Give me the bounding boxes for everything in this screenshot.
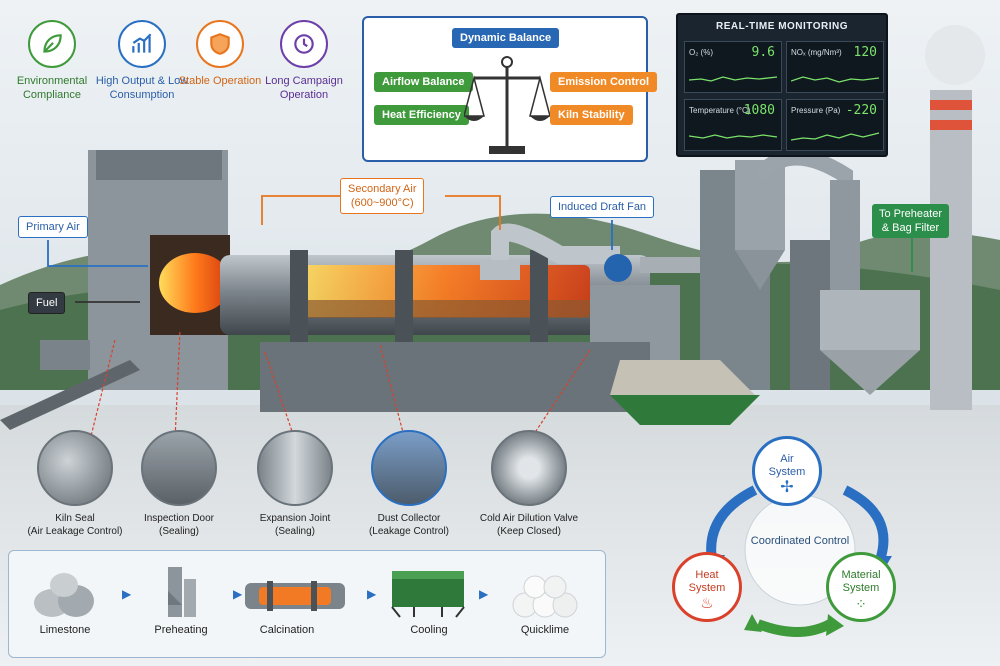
particles-icon: ⁘ xyxy=(855,596,867,612)
step-label: Calcination xyxy=(259,624,315,636)
monitor-label: O₂ (%) xyxy=(689,48,713,57)
secondary-air-range: (600~900°C) xyxy=(350,197,414,209)
monitor-pressure: Pressure (Pa) -220 xyxy=(786,99,884,151)
trend-line xyxy=(791,132,880,141)
kiln-icon xyxy=(245,581,345,611)
feature-environmental: Environmental Compliance xyxy=(4,20,100,102)
preheater-line1: To Preheater xyxy=(879,208,942,220)
preheater-callout: To Preheater & Bag Filter xyxy=(872,204,949,238)
heat-bottom: System xyxy=(688,582,726,594)
monitor-o2: O₂ (%) 9.6 xyxy=(684,41,782,93)
detail-title: Dust Collector xyxy=(377,513,441,524)
arrow-icon: ▶ xyxy=(367,587,377,601)
air-system-node: Air System ✢ xyxy=(752,436,822,506)
step-label: Limestone xyxy=(39,624,91,636)
air-top: Air xyxy=(780,453,794,465)
feature-output: High Output & Low Consumption xyxy=(94,20,190,102)
coordinated-control-label: Coordinated Control xyxy=(750,535,850,547)
expansion-joint-image xyxy=(257,430,333,506)
feature-stable: Stable Operation xyxy=(172,20,268,88)
balance-airflow: Airflow Balance xyxy=(374,72,473,92)
arrow-icon: ▶ xyxy=(479,587,489,601)
arrow-icon: ▶ xyxy=(122,587,132,601)
material-system-node: Material System ⁘ xyxy=(826,552,896,622)
detail-sub: (Air Leakage Control) xyxy=(27,526,123,537)
heat-top: Heat xyxy=(695,569,719,581)
inspection-door-image xyxy=(141,430,217,506)
arrow-icon: ▶ xyxy=(233,587,243,601)
balance-heat: Heat Efficiency xyxy=(374,105,469,125)
monitor-value: -220 xyxy=(845,103,877,118)
detail-sub: (Sealing) xyxy=(158,526,200,537)
monitor-label: Temperature (°C) xyxy=(689,106,751,115)
detail-cold-air-valve: Cold Air Dilution Valve (Keep Closed) xyxy=(474,430,584,538)
quicklime-icon xyxy=(512,575,578,618)
cooler-icon xyxy=(391,571,465,618)
fuel-callout: Fuel xyxy=(28,292,66,314)
process-flow: Limestone ▶ Preheating ▶ Calcination ▶ C… xyxy=(8,550,606,658)
detail-sub: (Sealing) xyxy=(274,526,316,537)
detail-title: Inspection Door xyxy=(143,513,215,524)
monitor-title: REAL-TIME MONITORING xyxy=(715,21,849,32)
monitor-label: Pressure (Pa) xyxy=(791,106,841,115)
real-time-monitoring-panel: REAL-TIME MONITORING O₂ (%) 9.6 NOₓ (mg/… xyxy=(676,13,888,157)
detail-dust-collector: Dust Collector (Leakage Control) xyxy=(354,430,464,538)
monitor-value: 120 xyxy=(853,45,877,60)
dust-collector-image xyxy=(371,430,447,506)
induced-draft-fan-callout: Induced Draft Fan xyxy=(550,196,655,218)
feature-label: Environmental Compliance xyxy=(16,75,88,101)
detail-expansion-joint: Expansion Joint (Sealing) xyxy=(240,430,350,538)
monitor-nox: NOₓ (mg/Nm³) 120 xyxy=(786,41,884,93)
detail-sub: (Keep Closed) xyxy=(497,526,561,537)
feature-label: High Output & Low Consumption xyxy=(95,75,189,101)
detail-title: Cold Air Dilution Valve xyxy=(479,513,579,524)
detail-title: Expansion Joint xyxy=(259,513,331,524)
flame-icon: ♨ xyxy=(700,595,714,612)
step-label: Cooling xyxy=(410,624,448,636)
monitor-value: 1080 xyxy=(743,103,775,118)
air-bottom: System xyxy=(768,466,806,478)
shield-icon xyxy=(210,33,230,55)
secondary-air-callout: Secondary Air (600~900°C) xyxy=(340,178,425,214)
step-cooling: Cooling xyxy=(383,561,475,636)
growth-chart-icon xyxy=(132,33,152,53)
detail-title: Kiln Seal xyxy=(55,513,95,524)
heat-system-node: Heat System ♨ xyxy=(672,552,742,622)
limestone-icon xyxy=(34,573,94,617)
detail-kiln-seal: Kiln Seal (Air Leakage Control) xyxy=(20,430,130,538)
step-label: Preheating xyxy=(154,624,208,636)
detail-inspection-door: Inspection Door (Sealing) xyxy=(124,430,234,538)
feature-label: Stable Operation xyxy=(178,75,262,87)
dynamic-balance-panel: Dynamic Balance Airflow Balance Heat Eff… xyxy=(362,16,658,162)
secondary-air-label: Secondary Air xyxy=(348,183,417,195)
balance-emission: Emission Control xyxy=(550,72,658,92)
preheater-line2: & Bag Filter xyxy=(881,222,940,234)
trend-line xyxy=(689,134,778,139)
clock-cycle-icon xyxy=(294,34,314,54)
detail-sub: (Leakage Control) xyxy=(368,526,450,537)
material-top: Material xyxy=(841,569,881,581)
cold-air-valve-image xyxy=(491,430,567,506)
trend-line xyxy=(791,76,880,83)
fan-icon: ✢ xyxy=(780,479,794,496)
kiln-seal-image xyxy=(37,430,113,506)
leaf-icon xyxy=(43,34,62,53)
monitor-label: NOₓ (mg/Nm³) xyxy=(791,48,842,57)
material-bottom: System xyxy=(842,582,880,594)
step-label: Quicklime xyxy=(520,624,570,636)
step-preheating: Preheating xyxy=(135,561,227,636)
monitor-temperature: Temperature (°C) 1080 xyxy=(684,99,782,151)
trend-line xyxy=(689,76,778,82)
monitor-value: 9.6 xyxy=(751,45,775,60)
balance-title: Dynamic Balance xyxy=(452,28,560,48)
scale-icon xyxy=(464,56,550,154)
step-quicklime: Quicklime xyxy=(499,561,591,636)
feature-label: Long Campaign Operation xyxy=(265,75,343,101)
step-calcination: Calcination xyxy=(241,561,345,636)
balance-kiln: Kiln Stability xyxy=(550,105,633,125)
primary-air-callout: Primary Air xyxy=(18,216,88,238)
preheater-icon xyxy=(168,567,196,617)
step-limestone: Limestone xyxy=(19,561,111,636)
feature-long-campaign: Long Campaign Operation xyxy=(256,20,352,102)
